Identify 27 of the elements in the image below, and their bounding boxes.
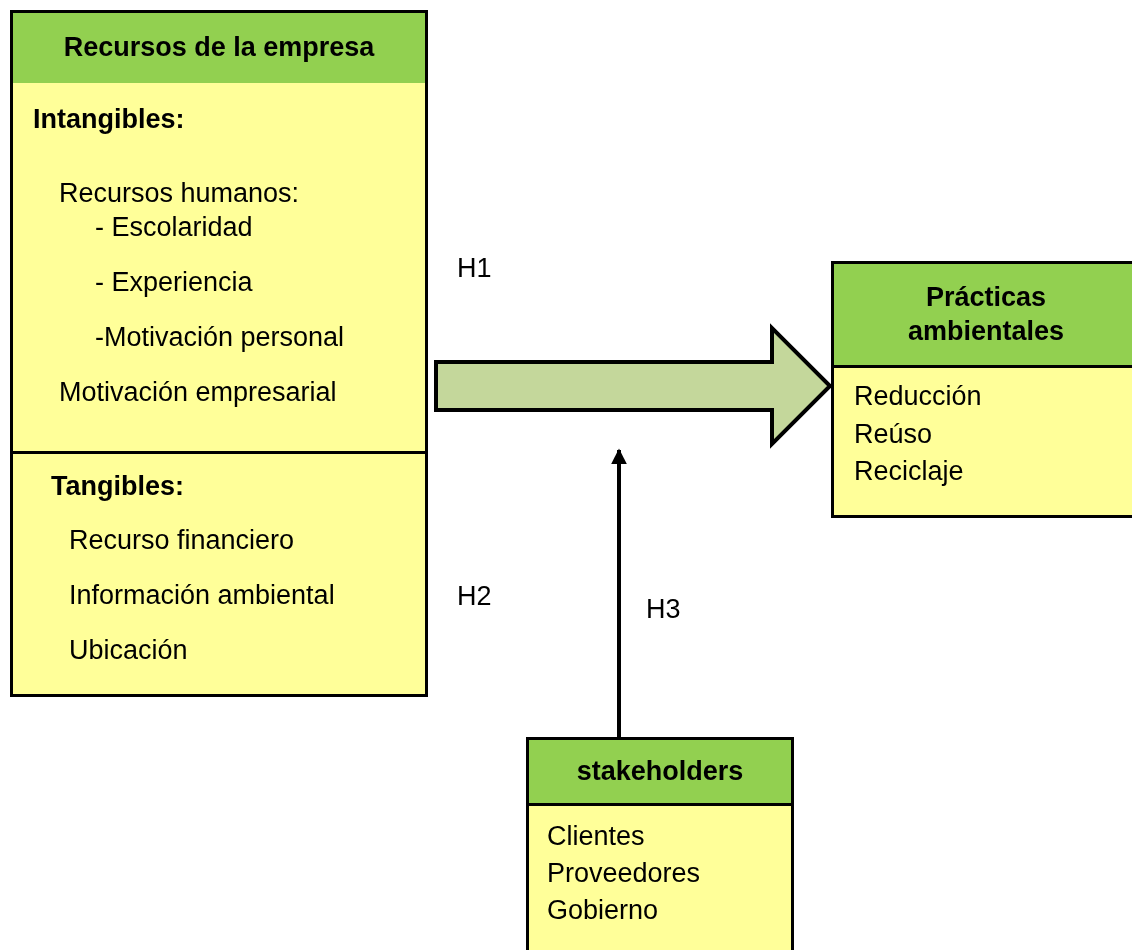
list-item: Ubicación <box>69 634 188 667</box>
list-item: Clientes <box>547 820 645 853</box>
section-heading: Tangibles: <box>51 470 184 503</box>
box <box>10 10 428 697</box>
list-item: Información ambiental <box>69 579 335 612</box>
arrow <box>611 448 627 737</box>
header-band: stakeholders <box>529 740 791 806</box>
list-item: Recurso financiero <box>69 524 295 557</box>
header-band: Recursos de la empresa <box>13 13 425 86</box>
hypothesis-label: H2 <box>457 580 492 613</box>
box <box>831 261 1132 518</box>
list-item: Reúso <box>854 418 933 451</box>
header-band: Prácticas ambientales <box>834 264 1132 368</box>
block-arrow <box>434 323 833 449</box>
list-item: Reducción <box>854 380 982 413</box>
list-item: Gobierno <box>547 894 659 927</box>
list-item: Proveedores <box>547 857 701 890</box>
hypothesis-label: H3 <box>646 593 681 626</box>
list-item: -Motivación personal <box>95 321 345 354</box>
list-item: - Escolaridad <box>95 211 253 244</box>
list-item: Reciclaje <box>854 455 964 488</box>
list-item: Motivación empresarial <box>59 376 337 409</box>
hypothesis-label: H1 <box>457 252 492 285</box>
box <box>526 737 794 950</box>
section-heading: Intangibles: <box>33 103 185 136</box>
list-item: Recursos humanos: <box>59 177 300 210</box>
list-item: - Experiencia <box>95 266 253 299</box>
